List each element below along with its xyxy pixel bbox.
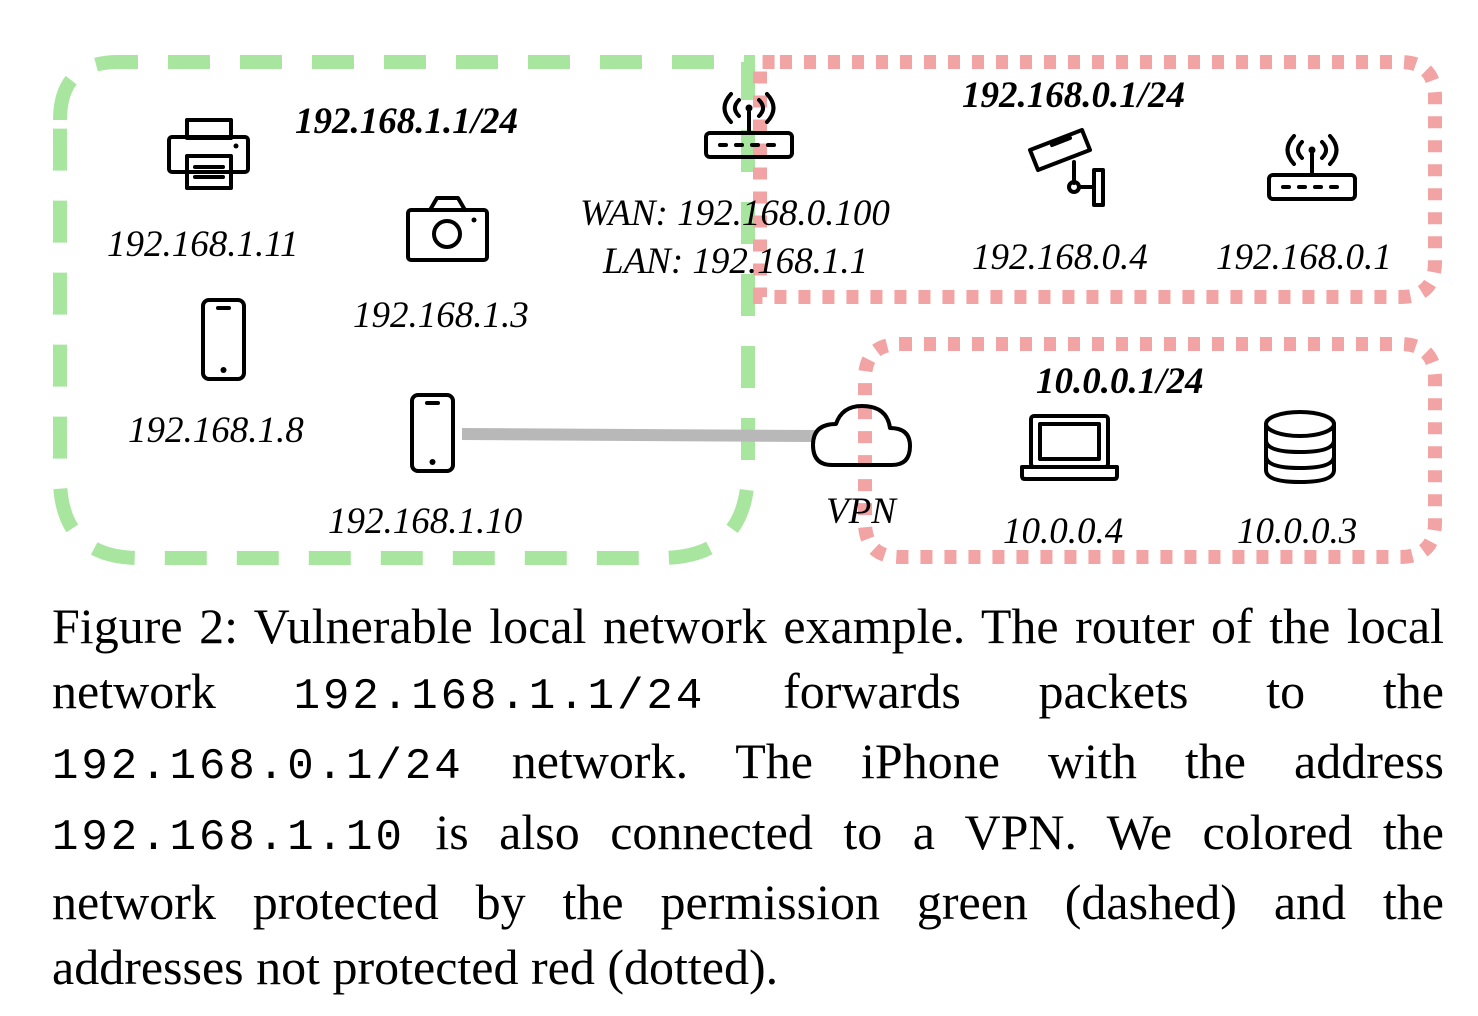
green-network-label: 192.168.1.1/24 [295, 101, 518, 142]
vpn-label: VPN [826, 491, 898, 532]
vpn-network-label: 10.0.0.1/24 [1036, 361, 1204, 402]
iphone-ip: 192.168.1.10 [328, 501, 523, 542]
security-camera-icon [1028, 128, 1105, 207]
cloud-icon [811, 404, 912, 467]
cctv-ip: 192.168.0.4 [972, 237, 1148, 278]
router2-ip: 192.168.0.1 [1216, 237, 1392, 278]
red-network-label: 192.168.0.1/24 [962, 75, 1185, 116]
unprotected-network-boundary [753, 55, 1442, 304]
figure-caption: Figure 2: Vulnerable local network examp… [52, 594, 1444, 999]
vpn-network-boundary [858, 337, 1442, 564]
database-icon [1264, 410, 1336, 484]
caption-text-4: is also connected to a VPN. We colored t… [52, 803, 1444, 995]
router-wan: WAN: 192.168.0.100 [580, 193, 890, 234]
router-icon [704, 92, 794, 159]
router-lan: LAN: 192.168.1.1 [602, 241, 868, 282]
printer-icon [167, 118, 250, 190]
caption-code-1: 192.168.1.1/24 [293, 671, 706, 722]
laptop-icon [1020, 414, 1119, 481]
network-diagram: 192.168.1.1/24 192.168.0.1/24 10.0.0.1/2… [53, 55, 1442, 565]
camera-icon [406, 196, 489, 262]
caption-code-3: 192.168.1.10 [52, 812, 405, 863]
caption-code-2: 192.168.0.1/24 [52, 742, 464, 792]
iphone-icon [410, 393, 455, 473]
router-icon-2 [1267, 134, 1357, 201]
caption-text-2: forwards packets to the [705, 662, 1444, 719]
smartphone-icon [201, 298, 246, 381]
database-ip: 10.0.0.3 [1237, 511, 1357, 552]
vpn-link [461, 428, 816, 442]
printer-ip: 192.168.1.11 [107, 224, 299, 265]
laptop-ip: 10.0.0.4 [1003, 511, 1123, 552]
camera-ip: 192.168.1.3 [353, 295, 529, 336]
caption-text-1: Figure 2: Vulnerable local network examp… [52, 598, 1444, 719]
phone-ip: 192.168.1.8 [128, 410, 304, 451]
caption-text-3: network. The iPhone with the address [463, 733, 1444, 789]
